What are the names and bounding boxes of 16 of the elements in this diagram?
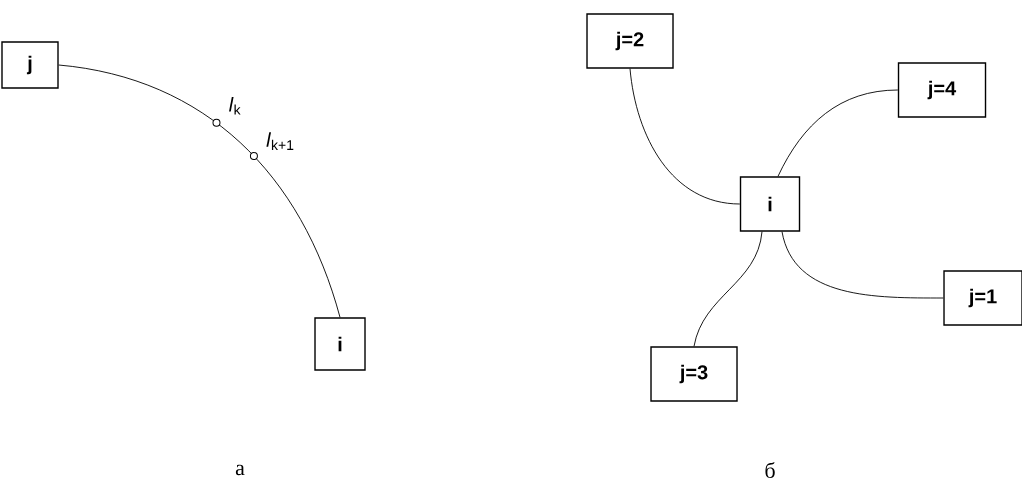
node-box: j=2 (586, 13, 674, 69)
node-box: i (739, 176, 801, 232)
connector-line (58, 64, 341, 318)
node-box: j=3 (650, 346, 738, 402)
node-box: j=1 (943, 270, 1022, 326)
connector-line (781, 231, 944, 299)
node-box: j (1, 41, 59, 89)
connector-line (693, 231, 763, 347)
panel-caption: а (235, 464, 245, 476)
connector-line (777, 89, 899, 177)
point-label: l$_{k+1}$ (266, 132, 294, 150)
panel-caption: б (765, 462, 775, 478)
connector-line (629, 68, 741, 205)
point-label: l$_{k}$ (229, 97, 241, 115)
node-box: i (314, 317, 366, 371)
node-box: j=4 (897, 62, 987, 118)
